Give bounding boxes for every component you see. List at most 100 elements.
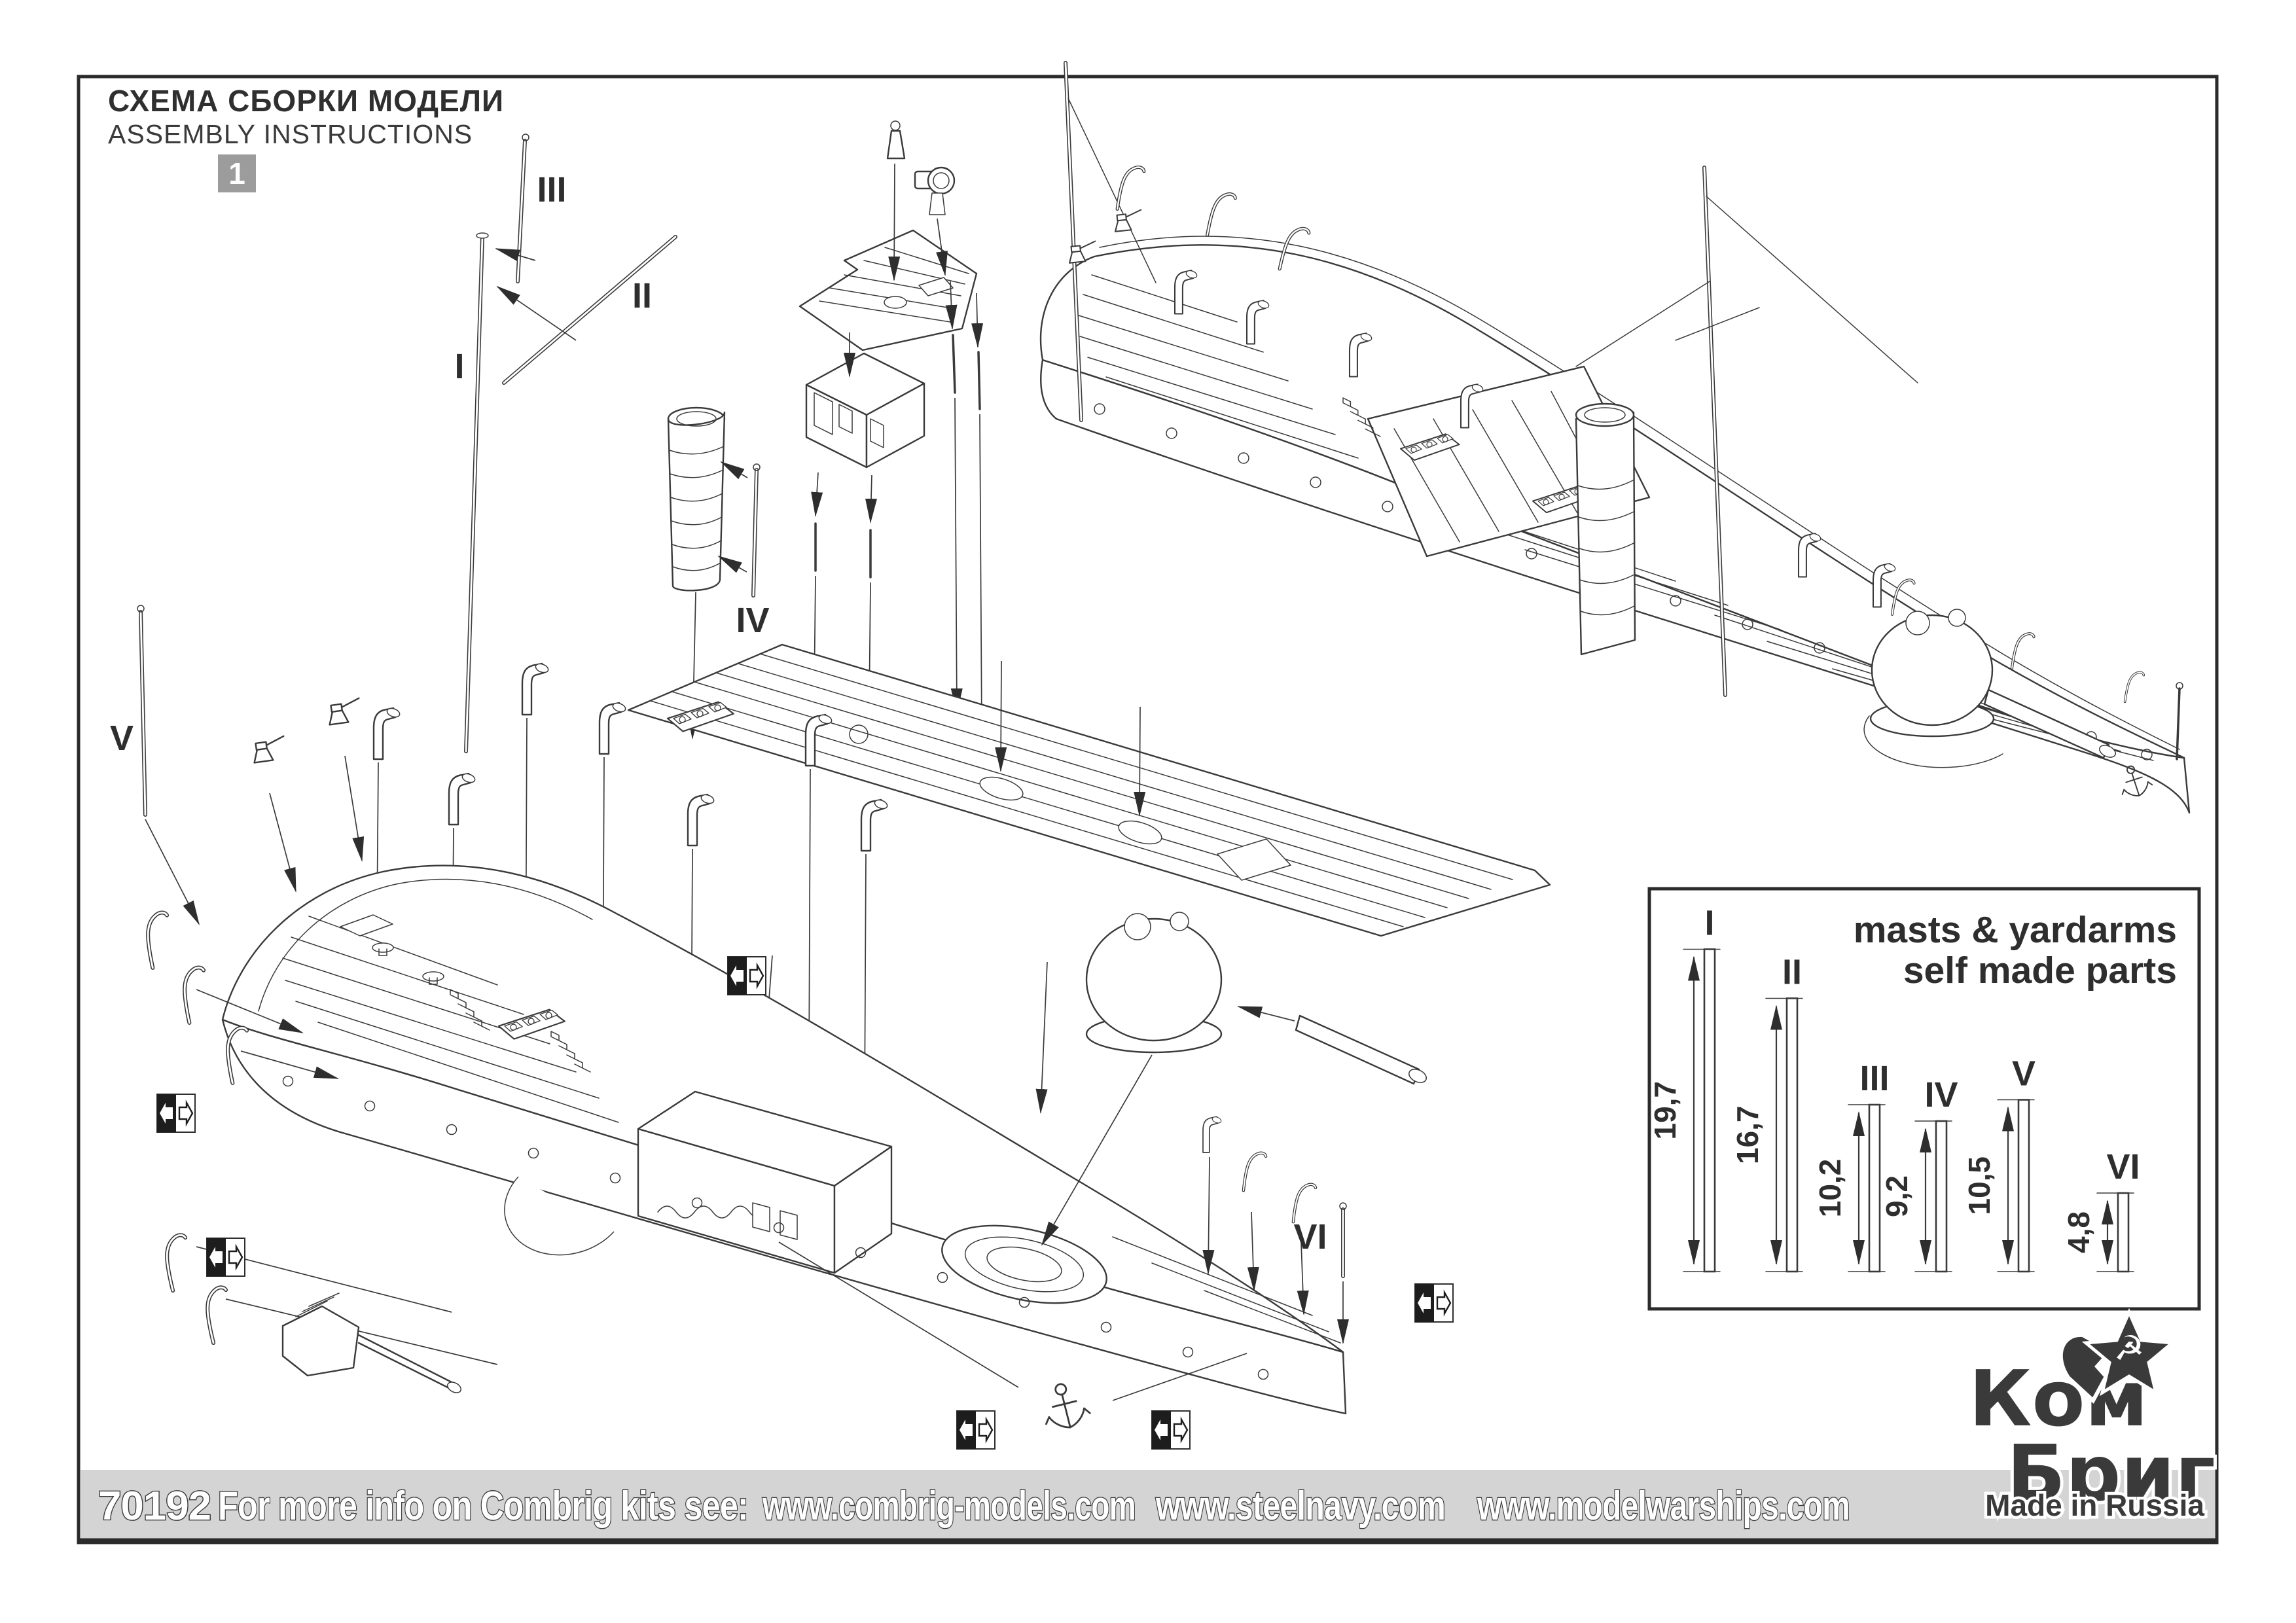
footer-info-text: For more info on Combrig kits see: bbox=[218, 1484, 748, 1529]
mast-length-value-V: 10,5 bbox=[1962, 1156, 1996, 1215]
footer-bar bbox=[81, 1470, 2215, 1540]
part-label-I: I bbox=[454, 347, 464, 386]
deck-insert-part bbox=[627, 643, 1551, 937]
mast-length-value-III: 10,2 bbox=[1813, 1159, 1847, 1218]
arrow-post-right bbox=[865, 474, 877, 524]
photoetch-direction-icon bbox=[1414, 1283, 1454, 1323]
arrow-rod-down bbox=[975, 414, 988, 733]
binnacle-part bbox=[886, 120, 906, 160]
superstructure-roof-planks bbox=[1393, 391, 1612, 543]
photoetch-direction-icon bbox=[726, 955, 767, 996]
arrow-deckpiece-to-hull bbox=[1035, 961, 1048, 1114]
link-combrig-models: www.combrig-models.com bbox=[762, 1484, 1136, 1529]
mast-length-value-II: 16,7 bbox=[1731, 1105, 1765, 1164]
arrow-gun-down bbox=[344, 755, 365, 862]
jackstaff-part-VI bbox=[1339, 1202, 1347, 1278]
arrow-vent-down bbox=[803, 768, 816, 1067]
mast-length-value-I: 19,7 bbox=[1648, 1081, 1682, 1140]
logo-star bbox=[2081, 1308, 2177, 1397]
mast-bar-label-V: V bbox=[2012, 1054, 2036, 1094]
bridge-platform bbox=[798, 229, 978, 351]
mast-bar-VI: VI 4,8 bbox=[2062, 1147, 2140, 1273]
part-label-II: II bbox=[632, 276, 652, 315]
mast-part-I bbox=[464, 232, 489, 753]
mast-bar-label-IV: IV bbox=[1924, 1075, 1958, 1115]
link-modelwarships: www.modelwarships.com bbox=[1477, 1484, 1850, 1529]
mainmast bbox=[1575, 166, 1918, 697]
mast-bar-V: V 10,5 bbox=[1962, 1054, 2036, 1273]
exploded-hull-deck bbox=[221, 865, 1344, 1353]
photoetch-direction-icon bbox=[206, 1237, 246, 1277]
photoetch-direction-icon bbox=[1151, 1410, 1191, 1450]
davit-part bbox=[1244, 1152, 1266, 1193]
title-english: ASSEMBLY INSTRUCTIONS bbox=[108, 118, 473, 149]
arrow-davit-down bbox=[1297, 1241, 1309, 1315]
mast-length-value-IV: 9,2 bbox=[1880, 1175, 1914, 1217]
part-label-IV: IV bbox=[736, 601, 769, 640]
deck-gun-part bbox=[281, 1293, 462, 1393]
leader-lines bbox=[778, 1241, 1247, 1401]
funnel bbox=[1575, 402, 1636, 656]
arrow-V-to-deck bbox=[145, 819, 200, 925]
part-label-V: V bbox=[110, 719, 134, 758]
bow-jackstaff bbox=[2176, 687, 2181, 760]
stern-deck-planking bbox=[1078, 274, 1359, 459]
mast-bar-label-II: II bbox=[1782, 953, 1802, 992]
part-label-VI: VI bbox=[1293, 1217, 1327, 1257]
exploded-hull bbox=[221, 865, 1347, 1415]
yard-part-II bbox=[502, 235, 677, 385]
anchor-part bbox=[1036, 1378, 1094, 1434]
mast-part-V bbox=[137, 605, 147, 817]
mast-length-value-VI: 4,8 bbox=[2062, 1211, 2096, 1253]
mast-bar-III: III 10,2 bbox=[1813, 1059, 1890, 1273]
arrow-IV-to-funnel bbox=[720, 461, 748, 480]
footer-text-row: 70192 For more info on Combrig kits see:… bbox=[98, 1483, 1852, 1530]
stern-gun bbox=[1112, 209, 1144, 232]
arrow-davit-down bbox=[1247, 1211, 1259, 1292]
mast-bar-label-I: I bbox=[1704, 904, 1714, 943]
funnel-part bbox=[667, 406, 726, 592]
photoetch-direction-icon bbox=[156, 1093, 196, 1133]
topmast-part-III bbox=[516, 134, 529, 283]
photoetch-direction-icon bbox=[956, 1410, 996, 1450]
arrow-binnacle-down bbox=[888, 163, 901, 281]
assembled-ship-illustration bbox=[1039, 61, 2191, 814]
title-russian: СХЕМА СБОРКИ МОДЕЛИ bbox=[108, 84, 505, 118]
support-rod bbox=[952, 334, 956, 394]
arrow-davit-to-hull bbox=[196, 989, 304, 1033]
davit-part bbox=[142, 912, 177, 968]
mast-bar-I: I 19,7 bbox=[1648, 904, 1721, 1273]
arrow-vent-down bbox=[1202, 1156, 1215, 1275]
mast-bar-label-VI: VI bbox=[2106, 1147, 2140, 1186]
made-in-russia-label: Made in Russia bbox=[1985, 1488, 2204, 1522]
masts-box-frame bbox=[1647, 887, 2201, 1311]
kit-number: 70192 bbox=[98, 1484, 211, 1529]
arrow-davit-to-hull bbox=[240, 1050, 339, 1079]
link-steelnavy: www.steelnavy.com bbox=[1155, 1484, 1445, 1529]
arrow-III-to-mast bbox=[495, 248, 536, 261]
arrow-rod-down bbox=[950, 397, 963, 713]
sheet-header: СХЕМА СБОРКИ МОДЕЛИ ASSEMBLY INSTRUCTION… bbox=[108, 84, 504, 151]
davit bbox=[1117, 165, 1144, 212]
mast-bar-IV: IV 9,2 bbox=[1880, 1075, 1958, 1273]
mast-bar-label-III: III bbox=[1859, 1059, 1889, 1098]
arrow-rod bbox=[945, 281, 958, 330]
davit bbox=[2123, 669, 2145, 705]
masts-box-subtitle: self made parts bbox=[1903, 950, 2177, 991]
railing-line bbox=[1099, 236, 2180, 750]
turret-part bbox=[1085, 912, 1427, 1085]
jackstaff-truck bbox=[2176, 682, 2183, 690]
star-hammer-sickle-icon: ☭ bbox=[2058, 1308, 2177, 1404]
arrow-barrel-to-turret bbox=[1237, 1006, 1295, 1022]
gun-part bbox=[325, 697, 363, 726]
davit bbox=[2012, 632, 2034, 670]
arrow-II-to-mast bbox=[496, 285, 577, 341]
davit-part bbox=[160, 1234, 197, 1291]
mizzen-mast bbox=[1064, 61, 1157, 422]
arrow-onto-deck-hole bbox=[1134, 706, 1146, 817]
searchlight-part bbox=[914, 166, 956, 215]
masts-yardarms-box: masts & yardarms self made parts I19,7II… bbox=[1647, 887, 2201, 1311]
